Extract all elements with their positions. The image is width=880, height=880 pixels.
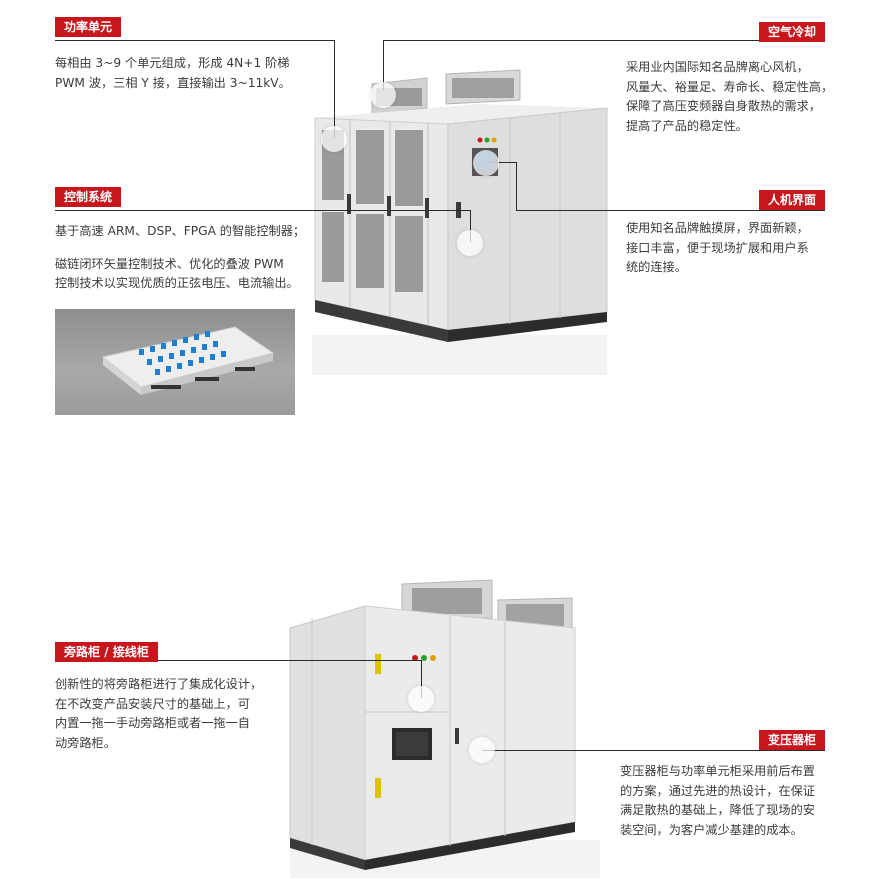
marker-transformer (469, 737, 495, 763)
air-cooling-line-2: 风量大、裕量足、寿命长、稳定性高， (626, 79, 834, 94)
power-unit-description: 每相由 3~9 个单元组成，形成 4N+1 阶梯 PWM 波，三相 Y 接，直接… (55, 54, 305, 93)
hmi-line-3: 统的连接。 (626, 260, 687, 274)
air-cooling-description: 采用业内国际知名品牌离心风机， 风量大、裕量足、寿命长、稳定性高， 保障了高压变… (626, 58, 836, 136)
section-title-power-unit: 功率单元 (55, 17, 122, 37)
leader-transformer-h (482, 750, 825, 751)
air-cooling-line-4: 提高了产品的稳定性。 (626, 118, 748, 133)
leader-control-h (55, 210, 470, 211)
leader-hmi-h (516, 210, 825, 211)
leader-power-unit-v (334, 40, 335, 138)
air-cooling-line-1: 采用业内国际知名品牌离心风机， (626, 60, 809, 74)
air-cooling-line-3: 保障了高压变频器自身散热的需求， (626, 99, 821, 113)
control-system-description: 基于高速 ARM、DSP、FPGA 的智能控制器； 磁链闭环矢量控制技术、优化的… (55, 222, 310, 294)
section-title-hmi: 人机界面 (758, 190, 825, 210)
leader-hmi-v (516, 162, 517, 210)
leader-bypass-h (55, 660, 421, 661)
section-title-air-cooling: 空气冷却 (758, 22, 825, 42)
marker-power-unit (321, 126, 347, 152)
transformer-line-3: 满足散热的基础上，降低了现场的安 (620, 803, 815, 817)
bypass-line-1: 创新性的将旁路柜进行了集成化设计， (55, 677, 263, 691)
section-title-bypass: 旁路柜 / 接线柜 (55, 642, 158, 662)
leader-air-cooling-h (383, 40, 825, 41)
controller-board-photo (55, 309, 295, 415)
control-system-line-3: 控制技术以实现优质的正弦电压、电流输出。 (55, 276, 299, 290)
bypass-description: 创新性的将旁路柜进行了集成化设计， 在不改变产品安装尺寸的基础上，可 内置一拖一… (55, 675, 285, 753)
leader-air-cooling-v (383, 40, 384, 90)
control-system-line-2: 磁链闭环矢量控制技术、优化的叠波 PWM (55, 256, 284, 271)
leader-power-unit-h (55, 40, 334, 41)
power-unit-line-2: PWM 波，三相 Y 接，直接输出 3~11kV。 (55, 75, 291, 90)
bypass-line-2: 在不改变产品安装尺寸的基础上，可 (55, 696, 250, 711)
transformer-line-2: 的方案，通过先进的热设计，在保证 (620, 783, 815, 798)
bypass-line-3: 内置一拖一手动旁路柜或者一拖一自 (55, 716, 250, 730)
transformer-description: 变压器柜与功率单元柜采用前后布置 的方案，通过先进的热设计，在保证 满足散热的基… (620, 762, 840, 840)
hmi-line-1: 使用知名品牌触摸屏，界面新颖， (626, 221, 809, 235)
cabinet-bottom-image (289, 579, 600, 878)
hmi-line-2: 接口丰富，便于现场扩展和用户系 (626, 240, 809, 255)
control-system-line-1: 基于高速 ARM、DSP、FPGA 的智能控制器； (55, 224, 306, 238)
hmi-description: 使用知名品牌触摸屏，界面新颖， 接口丰富，便于现场扩展和用户系 统的连接。 (626, 219, 836, 278)
leader-control-v (470, 210, 471, 242)
leader-bypass-v (421, 660, 422, 698)
bypass-line-4: 动旁路柜。 (55, 735, 116, 750)
transformer-line-1: 变压器柜与功率单元柜采用前后布置 (620, 764, 815, 778)
marker-air-cooling (370, 82, 396, 108)
marker-bypass (408, 686, 434, 712)
leader-hmi-h2 (486, 162, 516, 163)
transformer-line-4: 装空间，为客户减少基建的成本。 (620, 822, 803, 837)
marker-control (457, 230, 483, 256)
section-title-control-system: 控制系统 (55, 187, 122, 207)
power-unit-line-1: 每相由 3~9 个单元组成，形成 4N+1 阶梯 (55, 56, 290, 70)
marker-hmi (473, 150, 499, 176)
cabinet-top-image (312, 69, 608, 375)
section-title-transformer: 变压器柜 (758, 730, 825, 750)
